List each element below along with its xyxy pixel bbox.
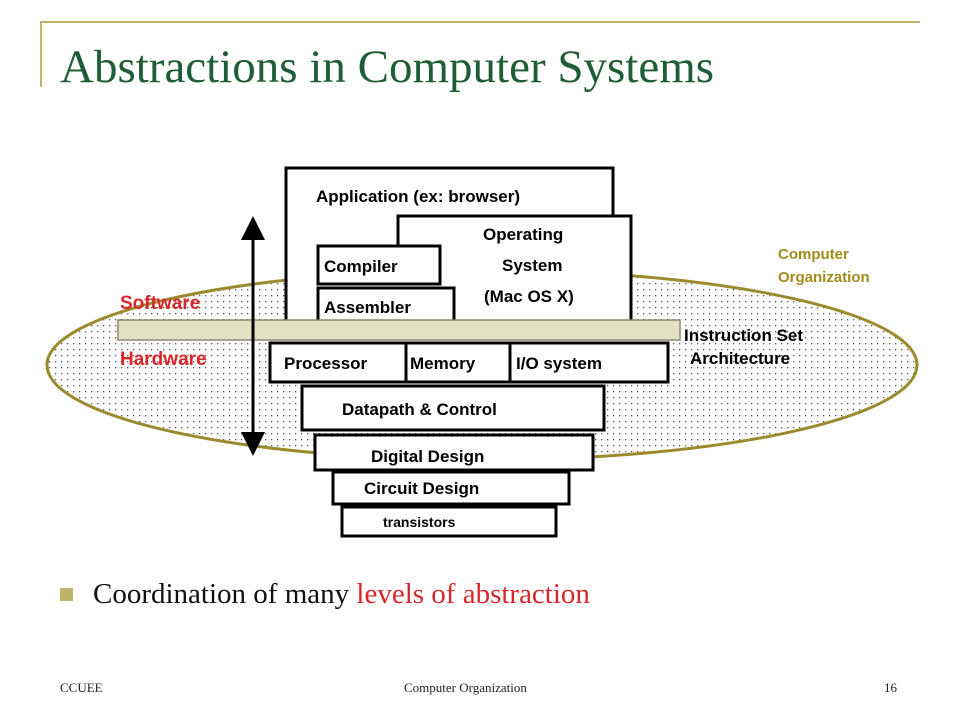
bullet-item: Coordination of many levels of abstracti… [60,578,590,611]
footer-center: Computer Organization [404,680,527,695]
bullet-highlight: levels of abstraction [356,578,590,610]
compiler-box [316,244,442,286]
isa-label-line2: Architecture [690,349,790,368]
os-label-line1: Operating [483,225,563,244]
circuit-design-label: Circuit Design [364,479,479,498]
frame-top-line [40,21,920,23]
org-label-line2: Organization [778,269,870,286]
processor-box [268,341,408,384]
os-label-line2: System [502,256,562,275]
bullet-text: Coordination of many [93,578,357,610]
digital-design-box [313,433,595,472]
isa-label-line1: Instruction Set [684,326,803,345]
datapath-box [300,384,606,432]
assembler-label: Assembler [324,298,411,317]
footer-left: CCUEE [60,680,103,695]
digital-design-label: Digital Design [371,447,484,466]
footer-page-number: 16 [884,680,897,695]
isa-bar [117,319,681,341]
os-label-line3: (Mac OS X) [484,287,574,306]
memory-label: Memory [410,354,476,373]
memory-box [404,341,512,384]
hardware-label: Hardware [120,349,207,370]
application-label: Application (ex: browser) [316,187,520,206]
frame-left-line [40,21,42,87]
compiler-label: Compiler [324,257,398,276]
page-title: Abstractions in Computer Systems [60,41,715,93]
io-system-box [508,341,670,384]
processor-label: Processor [284,354,368,373]
io-system-label: I/O system [516,354,602,373]
circuit-design-box [331,470,571,506]
bullet-square-icon [60,588,73,601]
datapath-label: Datapath & Control [342,400,497,419]
org-label-line1: Computer [778,246,849,263]
transistors-box [340,505,558,538]
transistors-label: transistors [383,514,456,530]
software-label: Software [120,293,200,314]
